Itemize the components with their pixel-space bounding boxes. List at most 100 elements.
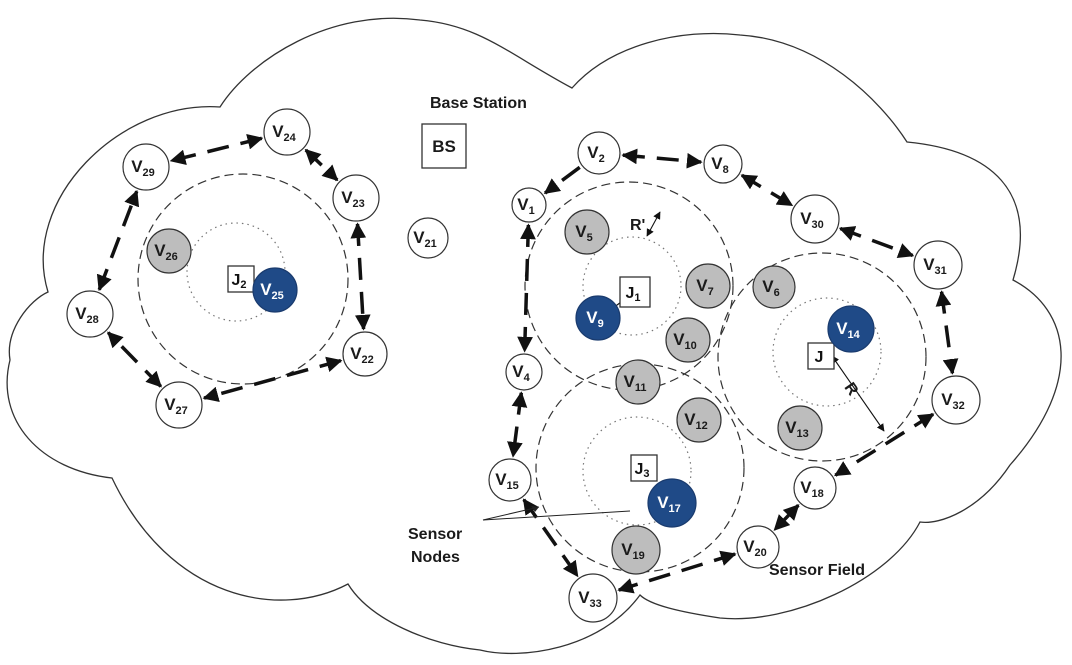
base-station-box[interactable] — [421, 123, 467, 169]
sensor-node-v7[interactable]: V7 — [685, 263, 731, 309]
node-circle — [155, 381, 203, 429]
sensor-node-v23[interactable]: V23 — [332, 174, 380, 222]
link-v28-v29 — [96, 189, 140, 292]
link-v18-v20 — [773, 504, 800, 531]
links-layer — [96, 134, 959, 594]
jammer-j3-range — [582, 416, 692, 526]
sensor-node-v17[interactable]: V17 — [647, 478, 697, 528]
sensor-node-v5[interactable]: V5 — [564, 209, 610, 255]
jammer-j1[interactable]: J1 — [619, 276, 651, 308]
node-circle — [752, 265, 796, 309]
node-circle — [488, 458, 532, 502]
node-circle — [685, 263, 731, 309]
radius-rprime-arrow — [646, 211, 661, 237]
link-v32-v18 — [834, 412, 935, 477]
sensor-node-v21[interactable]: V21 — [407, 217, 449, 259]
link-v30-v31 — [838, 226, 915, 258]
link-v2-v8 — [621, 148, 703, 169]
node-circle — [913, 240, 963, 290]
sensor-nodes-label-line1: Sensor — [408, 526, 462, 543]
sensor-node-v18[interactable]: V18 — [793, 466, 837, 510]
sensor-node-v31[interactable]: V31 — [913, 240, 963, 290]
sensor-node-v13[interactable]: V13 — [777, 405, 823, 451]
jammer-box — [630, 454, 658, 482]
node-circle — [793, 466, 837, 510]
sensor-node-v29[interactable]: V29 — [122, 143, 170, 191]
link-v31-v32 — [935, 290, 959, 375]
link-v20-v33 — [617, 550, 737, 594]
sensor-node-v14[interactable]: V14 — [827, 305, 875, 353]
node-circle — [790, 194, 840, 244]
base-station-label: Base Station — [430, 95, 527, 112]
sensor-node-v8[interactable]: V8 — [703, 144, 743, 184]
jammer-label: J — [815, 349, 824, 366]
node-circle — [647, 478, 697, 528]
sensor-node-v6[interactable]: V6 — [752, 265, 796, 309]
node-circle — [611, 525, 661, 575]
sensor-node-v1[interactable]: V1 — [511, 187, 547, 223]
callout-line-2 — [482, 510, 631, 521]
jammer-j2[interactable]: J2 — [227, 265, 255, 293]
node-circle — [665, 317, 711, 363]
node-circle — [66, 290, 114, 338]
node-circle — [505, 353, 543, 391]
sensor-field-cloud — [6, 17, 1062, 655]
link-v15-v33 — [522, 498, 579, 578]
link-v2-v1 — [543, 165, 581, 195]
sensor-node-v15[interactable]: V15 — [488, 458, 532, 502]
jammer-box — [227, 265, 255, 293]
node-circle — [615, 359, 661, 405]
link-v8-v30 — [740, 173, 794, 207]
node-circle — [577, 131, 621, 175]
node-circle — [575, 295, 621, 341]
cluster-j4-range — [717, 252, 927, 462]
jammer-box — [807, 342, 835, 370]
sensor-node-v28[interactable]: V28 — [66, 290, 114, 338]
sensor-node-v25[interactable]: V25 — [252, 267, 298, 313]
sensor-nodes-label-line2: Nodes — [411, 549, 460, 566]
sensor-node-v26[interactable]: V26 — [146, 228, 192, 274]
sensor-node-v9[interactable]: V9 — [575, 295, 621, 341]
sensor-node-v30[interactable]: V30 — [790, 194, 840, 244]
node-circle — [146, 228, 192, 274]
sensor-field-label: Sensor Field — [769, 562, 865, 579]
node-circle — [931, 375, 981, 425]
sensor-node-v12[interactable]: V12 — [676, 397, 722, 443]
jammer-j4-range — [772, 297, 882, 407]
callout-arrowhead — [531, 506, 539, 512]
sensor-node-v33[interactable]: V33 — [568, 573, 618, 623]
sensor-node-v10[interactable]: V10 — [665, 317, 711, 363]
link-v27-v28 — [106, 331, 163, 388]
sensor-node-v19[interactable]: V19 — [611, 525, 661, 575]
sensor-node-v20[interactable]: V20 — [736, 525, 780, 569]
sensor-node-v22[interactable]: V22 — [342, 331, 388, 377]
node-circle — [676, 397, 722, 443]
radius-rprime-label: R' — [630, 217, 645, 234]
node-circle — [703, 144, 743, 184]
sensor-node-v32[interactable]: V32 — [931, 375, 981, 425]
sensor-node-v11[interactable]: V11 — [615, 359, 661, 405]
node-circle — [736, 525, 780, 569]
sensor-node-v24[interactable]: V24 — [263, 108, 311, 156]
node-circle — [564, 209, 610, 255]
node-circle — [827, 305, 875, 353]
sensor-node-v2[interactable]: V2 — [577, 131, 621, 175]
radius-r-arrow — [831, 355, 885, 432]
sensor-node-v4[interactable]: V4 — [505, 353, 543, 391]
link-v1-v4 — [517, 223, 536, 353]
sensor-node-v27[interactable]: V27 — [155, 381, 203, 429]
link-v24-v23 — [304, 148, 339, 182]
node-circle — [122, 143, 170, 191]
base-station-box-label: BS — [432, 137, 456, 156]
cluster-j3-range — [535, 363, 745, 573]
jammer-j4[interactable]: J — [807, 342, 835, 370]
node-circle — [568, 573, 618, 623]
jammer-j3[interactable]: J3 — [630, 454, 658, 482]
node-circle — [511, 187, 547, 223]
link-v23-v22 — [350, 222, 371, 331]
link-v4-v15 — [507, 391, 528, 458]
